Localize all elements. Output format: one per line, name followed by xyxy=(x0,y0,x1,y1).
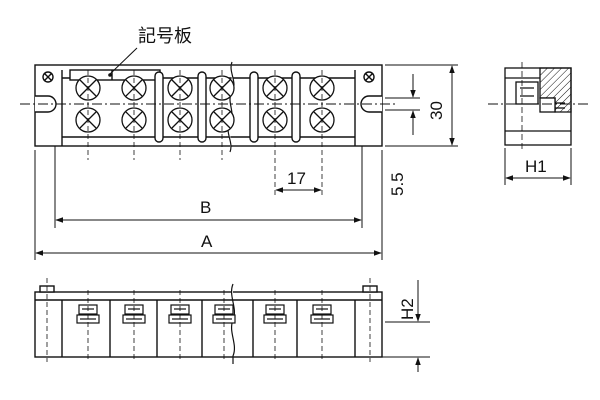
dimension-h2 xyxy=(385,280,430,372)
front-center-lines xyxy=(46,278,371,362)
left-corner-screw-icon xyxy=(42,71,54,83)
terminal-center-lines xyxy=(87,70,323,195)
dimensions xyxy=(34,64,458,260)
front-barriers xyxy=(109,300,298,357)
top-view xyxy=(20,61,395,153)
dimension-pitch-label: 17 xyxy=(287,169,306,188)
dimension-offset-label: 5.5 xyxy=(388,172,407,196)
marker-plate-label: 記号板 xyxy=(138,26,192,47)
marker-plate-callout: 記号板 xyxy=(108,26,192,77)
dimension-h2-label: H2 xyxy=(398,298,417,320)
dimension-h1-label: H1 xyxy=(525,157,547,176)
terminal-barriers xyxy=(154,71,301,143)
front-view-body xyxy=(34,291,383,358)
front-terminals xyxy=(76,304,334,324)
dimension-a-label: A xyxy=(201,232,213,251)
dimension-b-label: B xyxy=(200,198,211,217)
side-view xyxy=(488,62,590,185)
right-corner-screw-icon xyxy=(363,71,375,83)
dimension-height-label: 30 xyxy=(427,101,446,120)
front-view xyxy=(34,283,430,364)
break-line xyxy=(227,61,235,153)
